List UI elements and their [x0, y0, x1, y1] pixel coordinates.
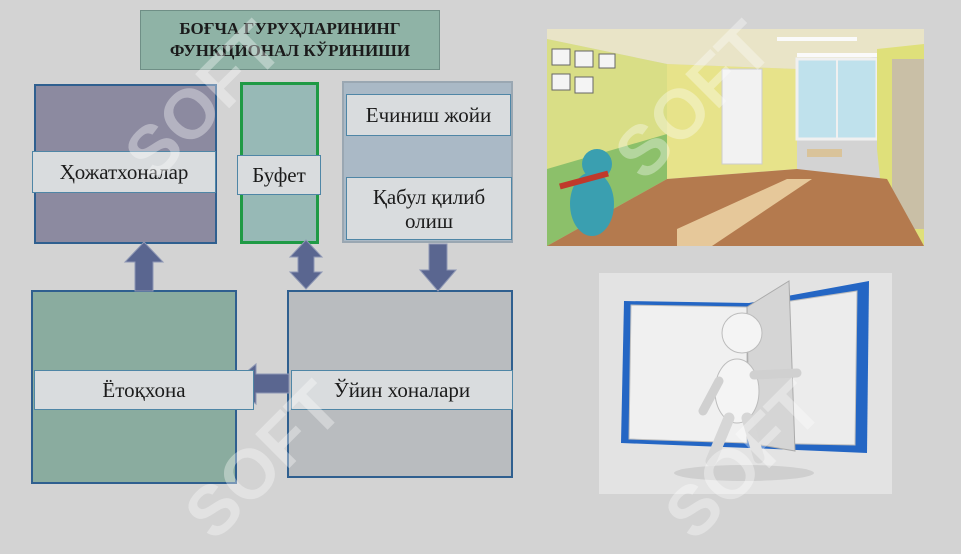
figure-opening-book-image	[599, 273, 892, 494]
title-line-2: ФУНКЦИОНАЛ КЎРИНИШИ	[169, 41, 411, 60]
arrow-down-to-playrooms	[418, 243, 458, 292]
label-bedroom: Ётоқхона	[34, 370, 254, 410]
label-changing: Ечиниш жойи	[346, 94, 511, 136]
title-line-1: БОҒЧА ГУРУҲЛАРИНИНГ	[179, 19, 401, 38]
label-playrooms: Ўйин хоналари	[291, 370, 513, 410]
arrow-up-to-toilets	[123, 241, 165, 292]
diagram-title: БОҒЧА ГУРУҲЛАРИНИНГ ФУНКЦИОНАЛ КЎРИНИШИ	[140, 10, 440, 70]
classroom-photo	[547, 29, 924, 246]
label-toilets: Ҳожатхоналар	[32, 151, 216, 193]
label-reception: Қабул қилиб олиш	[346, 177, 512, 240]
arrow-double-buffet	[288, 239, 324, 290]
label-buffet: Буфет	[237, 155, 321, 195]
